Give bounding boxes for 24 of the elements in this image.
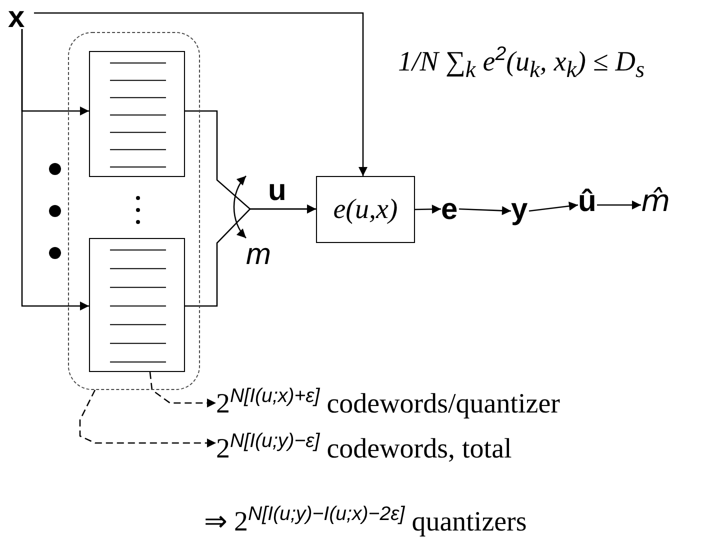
arrow xyxy=(34,12,368,176)
arrow xyxy=(79,390,216,448)
dashed-group-box xyxy=(68,32,200,390)
codebook-box xyxy=(89,51,185,177)
expression-text: ⇒ 2$^{N[I(u;y)−I(u;x)−2ε]}$ quantizers xyxy=(204,505,527,536)
variable-label: û xyxy=(578,187,597,223)
arrow xyxy=(458,206,512,216)
arrow xyxy=(528,202,578,212)
variable-label: e xyxy=(441,195,459,223)
edge-label: u xyxy=(268,176,286,206)
expression-text: 2$^{N[I(u;x)+ε]}$ codewords/quantizer xyxy=(216,387,636,421)
variable-label: m xyxy=(246,240,271,270)
arrow xyxy=(185,204,316,307)
arrow xyxy=(21,29,89,310)
formula-text: 1/N ∑$_{k}$ e$^{2}$(u$_{k}$, x$_{k}$) ≤ D$_{s}$ xyxy=(398,45,645,82)
arrow xyxy=(597,200,641,210)
codebook-box xyxy=(89,238,185,372)
arrow xyxy=(149,372,216,408)
expression-text: 2$^{N[I(u;y)−ε]}$ codewords, total xyxy=(216,432,636,466)
variable-label: y xyxy=(511,195,529,227)
function-box: e(u,x) xyxy=(316,176,415,243)
arrow xyxy=(414,204,442,214)
variable-label: x xyxy=(8,3,34,29)
variable-label: m̂ xyxy=(641,187,669,223)
